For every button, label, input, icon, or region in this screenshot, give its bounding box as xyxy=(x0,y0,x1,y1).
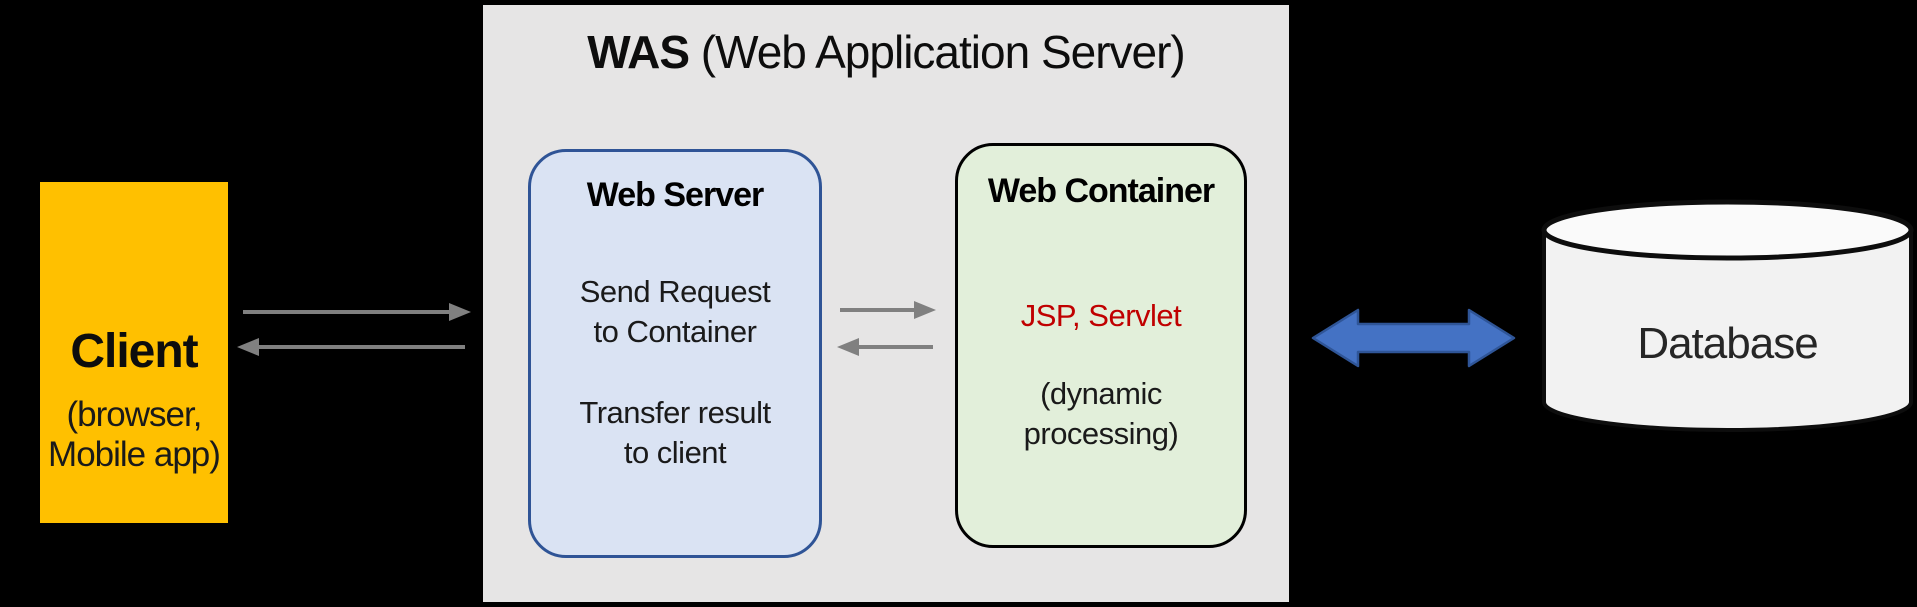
web-container-title: Web Container xyxy=(987,172,1215,210)
was-title-bold: WAS xyxy=(587,26,690,78)
container-to-server-arrow xyxy=(837,338,933,356)
was-box: WAS (Web Application Server) Web Server … xyxy=(483,5,1289,602)
web-container-box: Web Container JSP, Servlet (dynamic proc… xyxy=(955,143,1247,548)
client-to-was-arrow xyxy=(243,303,471,321)
arrow-shaft xyxy=(243,310,449,314)
arrow-shaft xyxy=(840,308,914,312)
client-box: Client (browser, Mobile app) xyxy=(40,182,228,523)
was-title: WAS (Web Application Server) xyxy=(483,21,1289,83)
web-container-tech-label: JSP, Servlet xyxy=(1020,298,1182,333)
database-label: Database xyxy=(1637,319,1818,368)
arrow-right-head-icon xyxy=(449,303,471,321)
arrow-right-head-icon xyxy=(914,301,936,319)
server-to-container-arrow xyxy=(840,301,936,319)
web-server-title: Web Server xyxy=(586,176,764,214)
database-cylinder-icon xyxy=(1541,199,1914,432)
web-container-desc-line1: (dynamic xyxy=(1040,376,1162,411)
web-server-transfer-line1: Transfer result xyxy=(579,395,771,430)
web-server-request-line2: to Container xyxy=(593,314,757,349)
cylinder-body xyxy=(1542,230,1913,432)
client-subtitle-line1: (browser, xyxy=(66,395,203,434)
web-server-box: Web Server Send Request to Container Tra… xyxy=(528,149,822,558)
web-server-transfer-line2: to client xyxy=(623,435,727,470)
cylinder-top xyxy=(1541,199,1914,261)
arrow-left-head-icon xyxy=(237,338,259,356)
arrow-shaft xyxy=(259,345,465,349)
client-title: Client xyxy=(70,325,198,378)
web-container-desc-line2: processing) xyxy=(1023,416,1179,451)
double-arrow-shape xyxy=(1311,308,1516,368)
arrow-shaft xyxy=(859,345,933,349)
was-to-client-arrow xyxy=(237,338,465,356)
client-subtitle-line2: Mobile app) xyxy=(48,435,221,474)
was-title-rest: (Web Application Server) xyxy=(689,26,1186,78)
was-database-double-arrow xyxy=(1311,308,1516,368)
web-server-request-line1: Send Request xyxy=(579,274,771,309)
arrow-left-head-icon xyxy=(837,338,859,356)
